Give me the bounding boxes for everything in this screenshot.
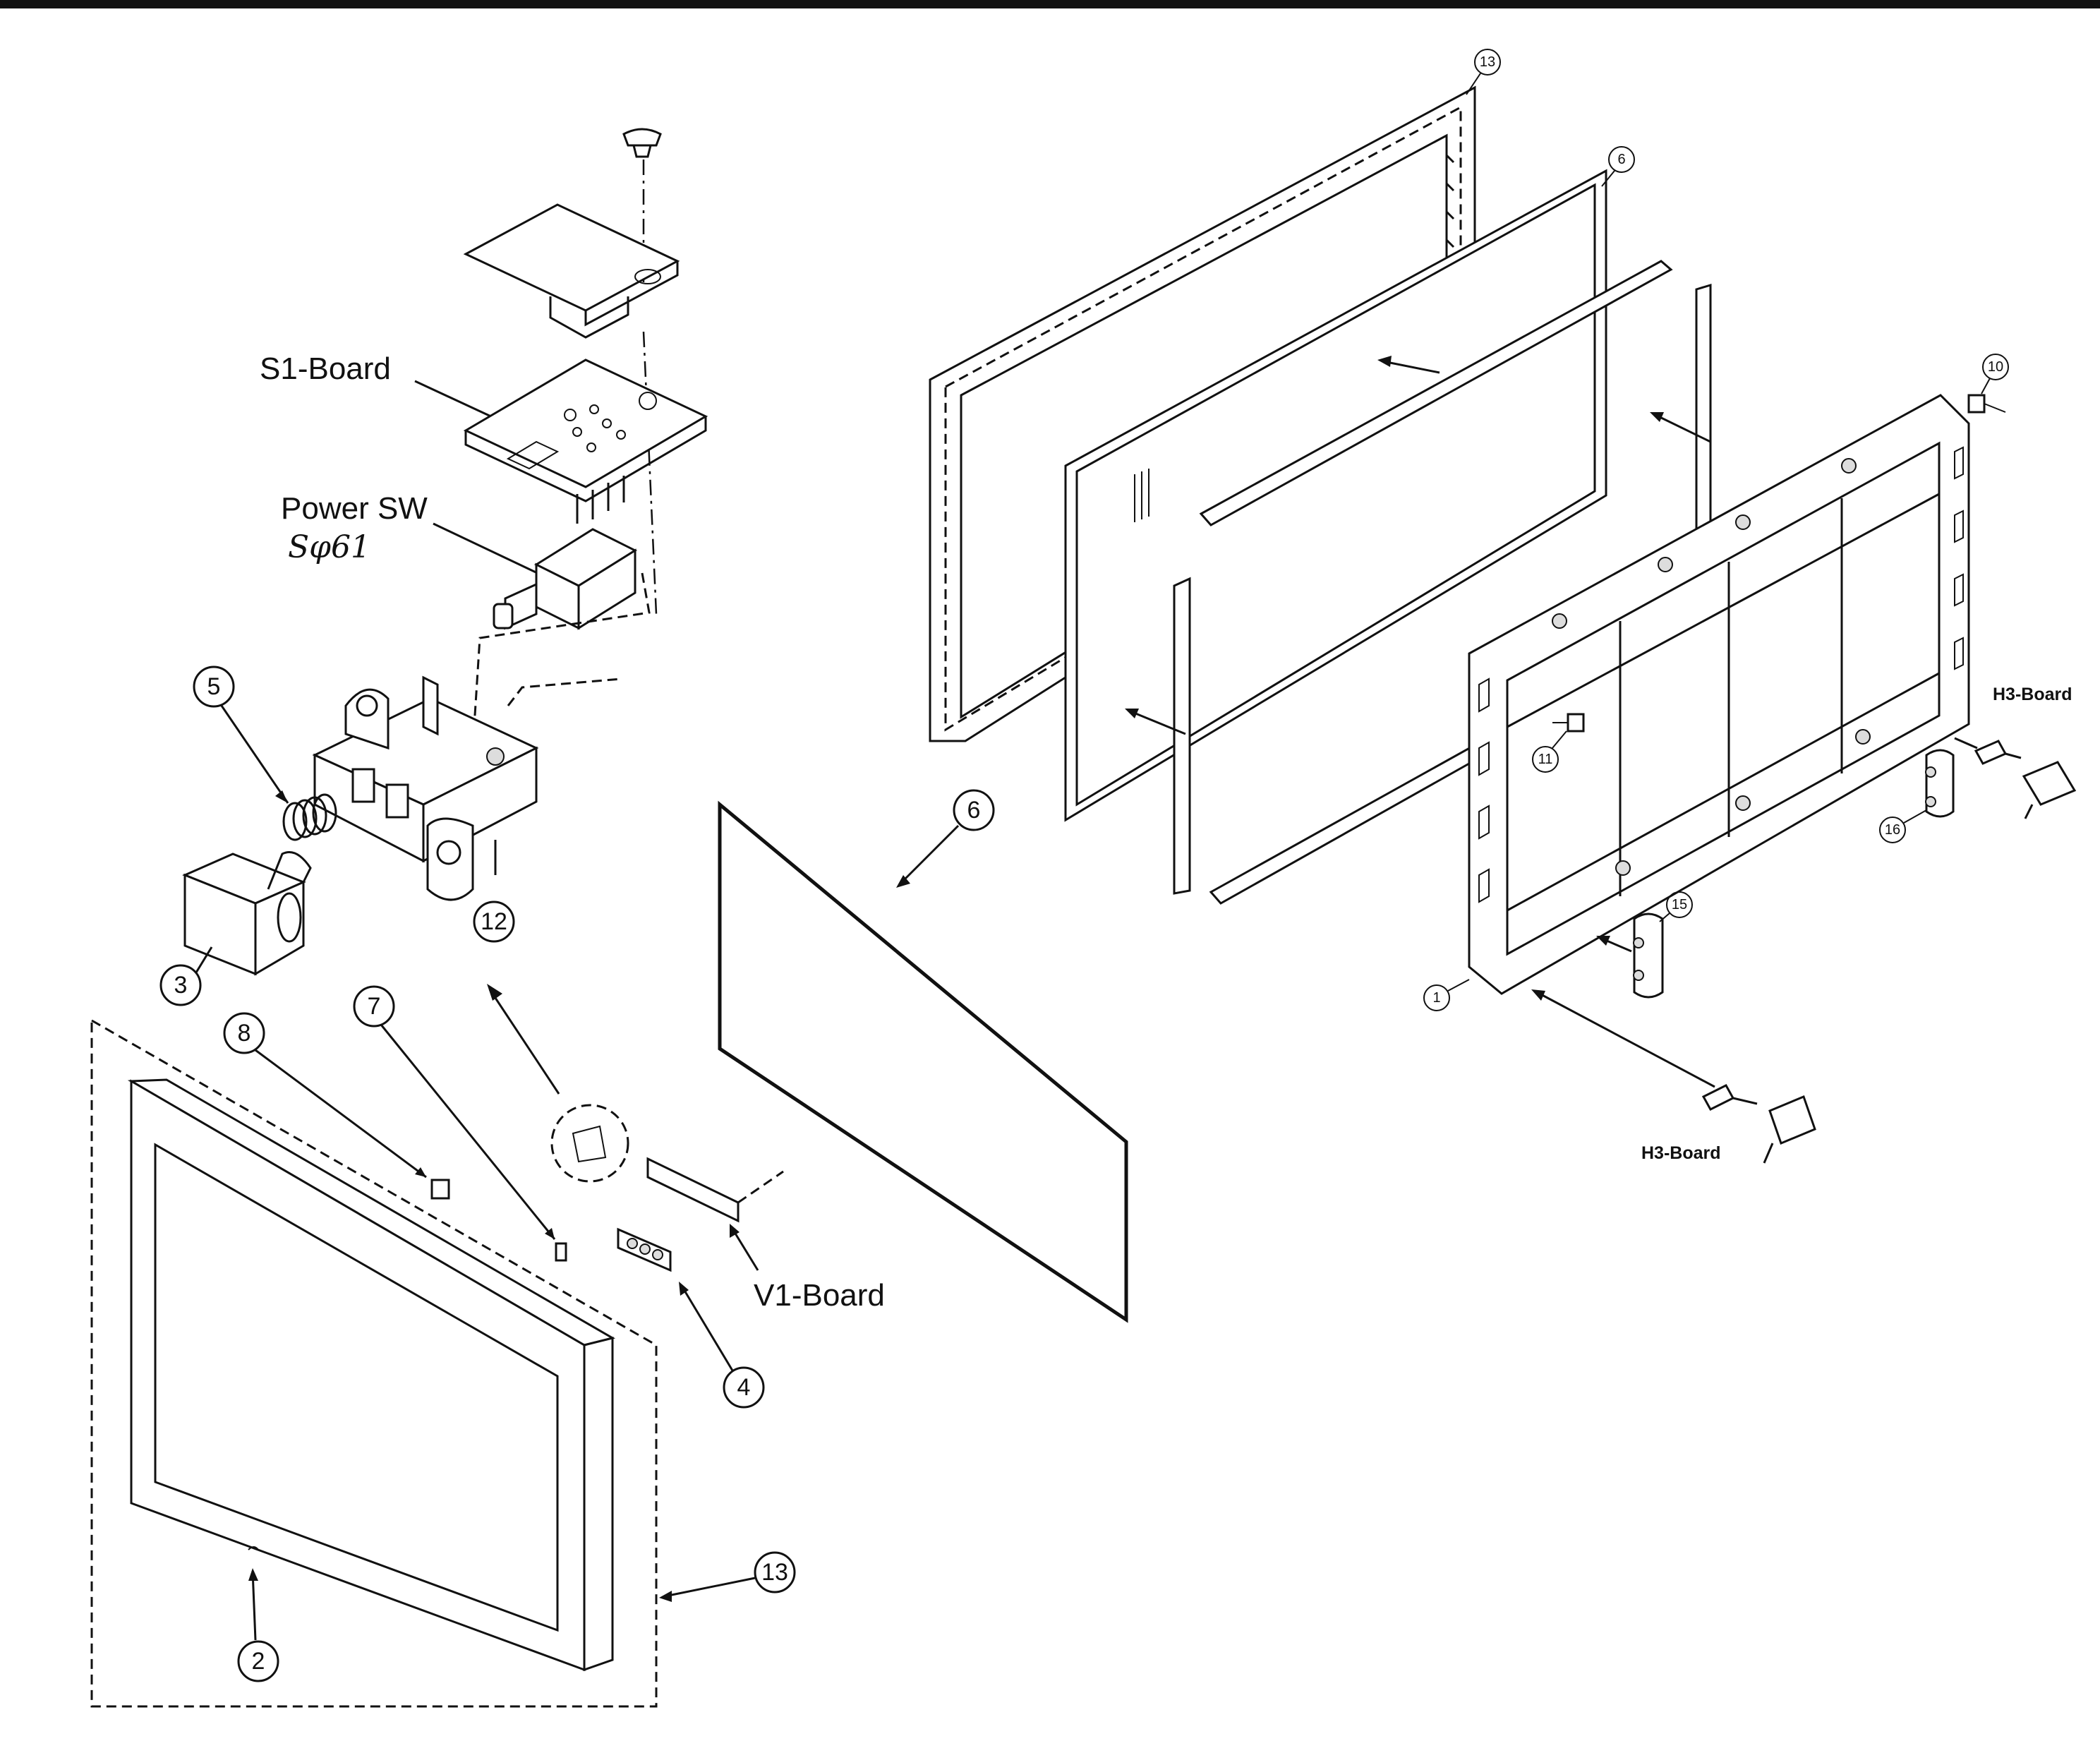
filter-sheet bbox=[718, 800, 1128, 1323]
s1-board-leader bbox=[414, 380, 495, 419]
switch-bracket-housing bbox=[312, 675, 539, 901]
svg-text:12: 12 bbox=[481, 908, 507, 935]
front-panel-assembly-outline bbox=[90, 1018, 658, 1708]
callout-13-bottom: 13 bbox=[659, 1551, 796, 1602]
h3-board-bottom-label: H3-Board bbox=[1641, 1143, 1721, 1163]
v1-board-label: V1-Board bbox=[754, 1278, 885, 1313]
top-rail bbox=[1199, 260, 1673, 526]
screw-top bbox=[622, 128, 662, 158]
glass-panel-6 bbox=[1064, 169, 1607, 822]
svg-text:16: 16 bbox=[1885, 822, 1900, 838]
svg-text:10: 10 bbox=[1988, 359, 2003, 375]
holder-15 bbox=[1596, 912, 1664, 999]
h3-board-top bbox=[1974, 740, 2022, 765]
connector-11 bbox=[1552, 713, 1585, 733]
h3-mount-bracket-top bbox=[2022, 761, 2077, 819]
button-strip bbox=[617, 1227, 672, 1272]
svg-text:2: 2 bbox=[252, 1648, 265, 1675]
power-sw-label: Power SW bbox=[281, 491, 428, 526]
assembly-arrows-upper bbox=[1125, 356, 1711, 735]
callout-16: 16 bbox=[1879, 809, 1927, 843]
svg-text:13: 13 bbox=[761, 1559, 788, 1586]
connector-10 bbox=[1967, 394, 2006, 414]
callout-2: 2 bbox=[237, 1568, 279, 1682]
svg-text:13: 13 bbox=[1480, 54, 1495, 70]
callout-10: 10 bbox=[1981, 354, 2009, 394]
callout-12: 12 bbox=[473, 900, 515, 943]
s1-board bbox=[463, 359, 708, 502]
power-sw-wiring-dashes bbox=[471, 572, 651, 749]
indicator-window bbox=[430, 1179, 450, 1200]
top-border-bar bbox=[0, 0, 2100, 8]
detail-arrow bbox=[488, 989, 560, 1095]
h3-bottom-arrow bbox=[1536, 991, 1715, 1088]
sensor-lens bbox=[555, 1242, 567, 1262]
svg-text:6: 6 bbox=[967, 797, 981, 824]
s1-board-label: S1-Board bbox=[260, 351, 391, 386]
callout-11: 11 bbox=[1532, 730, 1567, 773]
h3-board-top-label: H3-Board bbox=[1993, 685, 2072, 704]
callout-6-large: 6 bbox=[896, 789, 995, 888]
callout-8: 8 bbox=[223, 1012, 427, 1179]
svg-text:11: 11 bbox=[1538, 752, 1553, 767]
h3-board-bottom bbox=[1701, 1084, 1758, 1111]
svg-text:1: 1 bbox=[1432, 990, 1440, 1006]
detail-circle bbox=[550, 1104, 629, 1183]
callout-13-top: 13 bbox=[1466, 49, 1501, 95]
screw-axis-line bbox=[642, 159, 658, 615]
callout-1: 1 bbox=[1423, 979, 1470, 1011]
left-rail bbox=[1173, 577, 1191, 895]
h3-bottom-arrow-head bbox=[1531, 989, 1545, 1001]
chassis-frame bbox=[1468, 394, 1970, 995]
callout-6-small: 6 bbox=[1601, 146, 1635, 187]
callout-3: 3 bbox=[159, 946, 213, 1006]
svg-text:6: 6 bbox=[1617, 152, 1625, 167]
spring bbox=[282, 793, 337, 841]
callout-4: 4 bbox=[679, 1282, 765, 1409]
power-sw-handwritten-note: Sφ61 bbox=[288, 529, 370, 565]
callout-7: 7 bbox=[353, 985, 556, 1240]
svg-text:5: 5 bbox=[207, 673, 221, 700]
svg-text:15: 15 bbox=[1672, 897, 1687, 912]
svg-text:3: 3 bbox=[174, 972, 188, 999]
h3-mount-bracket-bottom bbox=[1763, 1095, 1816, 1164]
v1-board bbox=[646, 1157, 784, 1223]
callout-5: 5 bbox=[193, 665, 289, 804]
svg-text:7: 7 bbox=[368, 993, 381, 1020]
svg-text:4: 4 bbox=[737, 1374, 751, 1401]
svg-text:8: 8 bbox=[238, 1020, 251, 1047]
push-button-cap bbox=[182, 851, 312, 976]
power-switch bbox=[493, 476, 638, 630]
holder-16 bbox=[1925, 749, 1955, 818]
power-sw-leader bbox=[433, 522, 544, 577]
v1-board-arrow-head bbox=[730, 1224, 740, 1238]
h3-top-arrow bbox=[1954, 737, 1978, 749]
shield-cover-plate bbox=[463, 203, 680, 339]
detail-circle-parts bbox=[572, 1125, 607, 1163]
front-bezel bbox=[127, 1078, 615, 1672]
callout-15: 15 bbox=[1659, 891, 1693, 922]
detail-arrow-head bbox=[487, 984, 502, 1001]
